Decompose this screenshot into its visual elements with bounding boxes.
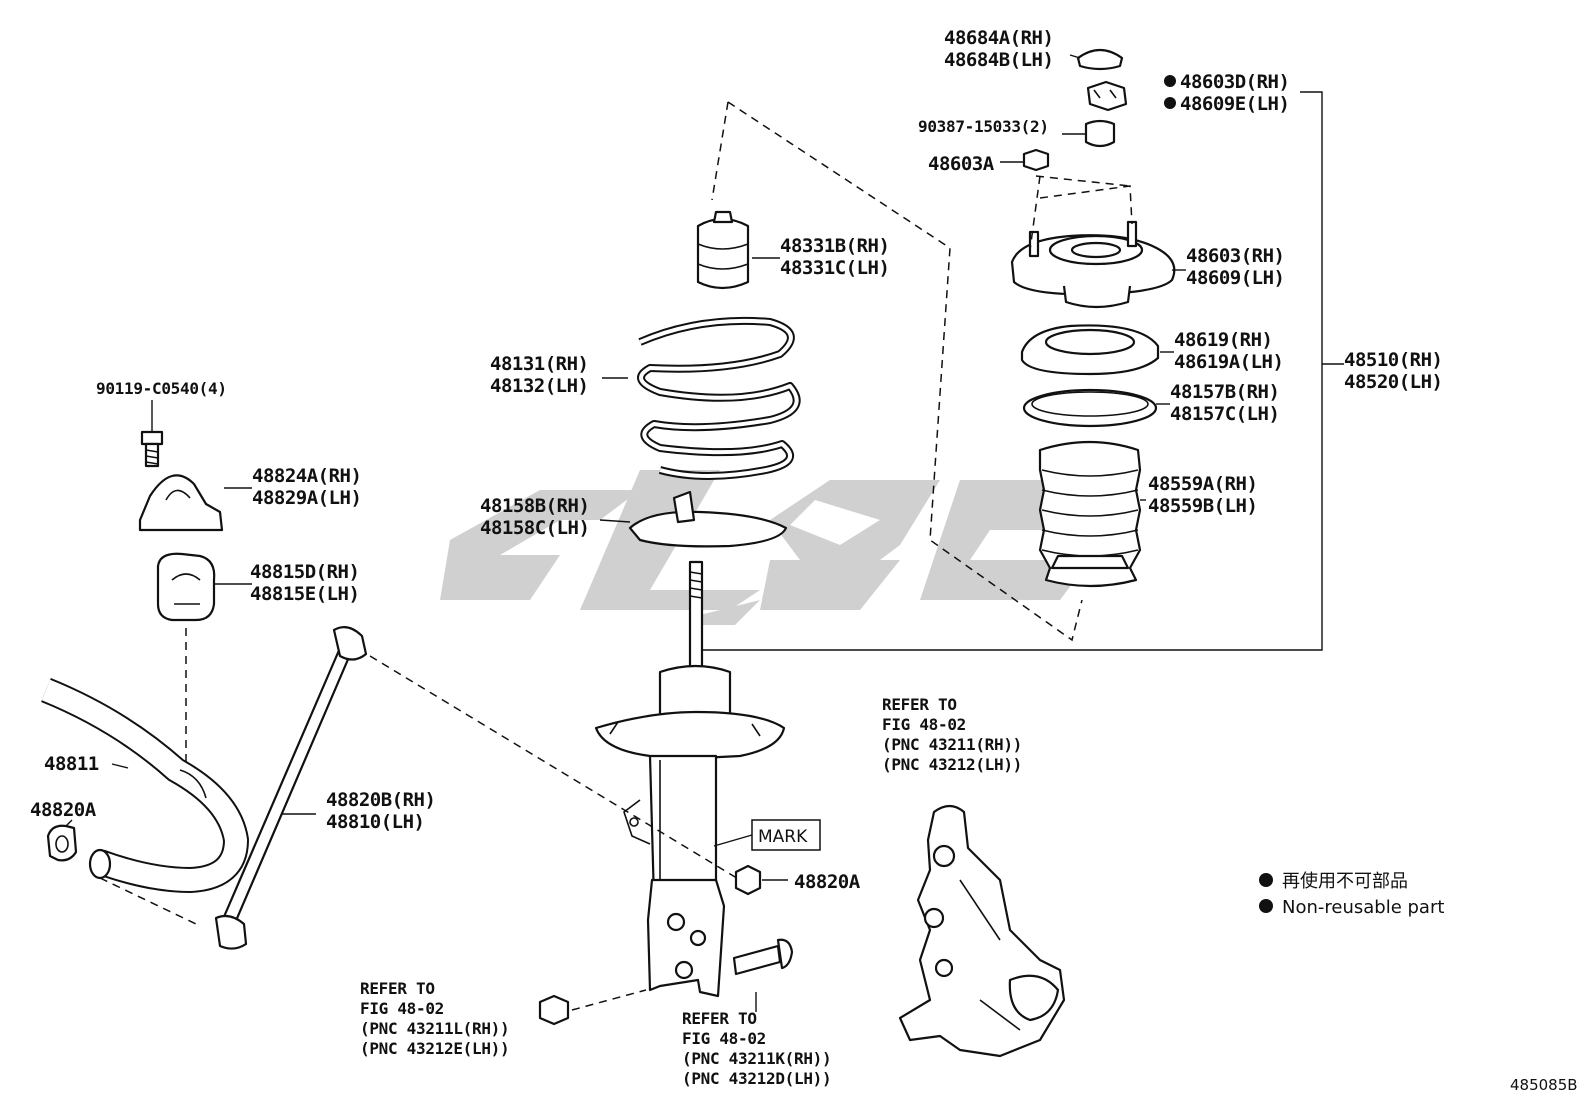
- bushing-48820a-left: [46, 824, 78, 862]
- label-48510: 48510(RH): [1344, 349, 1442, 371]
- knuckle-nut: [538, 994, 570, 1026]
- guide-dashed-nut: [571, 989, 647, 1011]
- label-48619a: 48619A(LH): [1174, 351, 1283, 373]
- reference-note-knuckle: REFER TO FIG 48-02 (PNC 43211(RH)) (PNC …: [882, 695, 1022, 774]
- stabilizer-link-48820: [214, 625, 368, 950]
- label-48820a-right: 48820A: [794, 871, 861, 893]
- bolt-90119: [140, 430, 164, 468]
- nut-48603d: [1086, 80, 1128, 112]
- label-90387: 90387-15033(2): [918, 117, 1049, 136]
- shock-absorber-strut: [594, 560, 786, 998]
- label-48829a: 48829A(LH): [252, 487, 361, 509]
- ref-knuckle-line3: (PNC 43211(RH)): [882, 735, 1022, 754]
- label-48820b: 48820B(RH): [326, 789, 435, 811]
- insulator-48157: [1022, 388, 1158, 428]
- label-48559b: 48559B(LH): [1148, 495, 1257, 517]
- label-48520: 48520(LH): [1344, 371, 1442, 393]
- steering-knuckle: [898, 804, 1066, 1058]
- label-48619: 48619(RH): [1174, 329, 1272, 351]
- label-48609e: 48609E(LH): [1180, 93, 1289, 115]
- label-48824a: 48824A(RH): [252, 465, 361, 487]
- guide-dashed-spring: [711, 101, 1083, 642]
- label-48815d: 48815D(RH): [250, 561, 359, 583]
- guide-dashed-top: [1029, 175, 1133, 251]
- ref-knuckle-line4: (PNC 43212(LH)): [882, 755, 1022, 774]
- ref-nut-line2: FIG 48-02: [360, 999, 444, 1018]
- label-48684a: 48684A(RH): [944, 27, 1053, 49]
- label-48603a: 48603A: [928, 153, 995, 175]
- mark-label: MARK: [758, 827, 808, 847]
- label-48158c: 48158C(LH): [480, 517, 589, 539]
- ref-bolt-line1: REFER TO: [682, 1009, 757, 1028]
- non-reusable-bullet-icon: [1164, 97, 1176, 109]
- legend-bullet-icon: [1259, 899, 1273, 913]
- ref-knuckle-line1: REFER TO: [882, 695, 957, 714]
- label-48820a-left: 48820A: [30, 799, 97, 821]
- guide-dashed-link: [99, 655, 741, 925]
- spring-seat-48158: [628, 490, 788, 548]
- reference-note-nut: REFER TO FIG 48-02 (PNC 43211L(RH)) (PNC…: [360, 979, 510, 1058]
- legend-line-en: Non-reusable part: [1282, 897, 1444, 918]
- label-48131: 48131(RH): [490, 353, 588, 375]
- label-48331b: 48331B(RH): [780, 235, 889, 257]
- legend-line-jp: 再使用不可部品: [1282, 871, 1408, 892]
- bearing-48619: [1020, 324, 1160, 376]
- figure-id: 485085B: [1510, 1076, 1578, 1094]
- stabilizer-nut-right: [734, 864, 762, 896]
- dust-boot-48559: [1038, 440, 1142, 588]
- stabilizer-bar-48811: [41, 677, 249, 893]
- bracket-48824: [138, 474, 224, 532]
- label-48609: 48609(LH): [1186, 267, 1284, 289]
- strut-assembly-leader: [702, 91, 1344, 651]
- label-48684b: 48684B(LH): [944, 49, 1053, 71]
- bump-stopper-48331: [696, 210, 750, 290]
- part-labels: 48684A(RH) 48684B(LH) 48603D(RH) 48609E(…: [30, 27, 1443, 893]
- cap-48684: [1076, 48, 1124, 71]
- ref-nut-line1: REFER TO: [360, 979, 435, 998]
- ref-bolt-line4: (PNC 43212D(LH)): [682, 1069, 831, 1088]
- label-48331c: 48331C(LH): [780, 257, 889, 279]
- label-48559a: 48559A(RH): [1148, 473, 1257, 495]
- label-48157b: 48157B(RH): [1170, 381, 1279, 403]
- label-48810: 48810(LH): [326, 811, 424, 833]
- collar-90387: [1084, 119, 1116, 148]
- reference-note-bolt: REFER TO FIG 48-02 (PNC 43211K(RH)) (PNC…: [682, 1009, 832, 1088]
- label-90119: 90119-C0540(4): [96, 379, 227, 398]
- legend: 再使用不可部品 Non-reusable part: [1259, 871, 1444, 918]
- label-48132: 48132(LH): [490, 375, 588, 397]
- label-48158b: 48158B(RH): [480, 495, 589, 517]
- label-48811: 48811: [44, 753, 99, 775]
- coil-spring-48131: [637, 316, 801, 480]
- nut-48603a: [1022, 148, 1050, 172]
- label-48815e: 48815E(LH): [250, 583, 359, 605]
- leader-lines: [65, 54, 1186, 1012]
- watermark-logo: [440, 470, 1140, 625]
- non-reusable-bullet-icon: [1164, 75, 1176, 87]
- label-48603d: 48603D(RH): [1180, 71, 1289, 93]
- ref-bolt-line2: FIG 48-02: [682, 1029, 766, 1048]
- upper-mount-48603: [1010, 220, 1176, 309]
- ref-nut-line4: (PNC 43212E(LH)): [360, 1039, 509, 1058]
- mark-callout: [713, 819, 821, 851]
- bushing-48815: [156, 552, 216, 622]
- label-48603: 48603(RH): [1186, 245, 1284, 267]
- legend-bullet-icon: [1259, 873, 1273, 887]
- label-48157c: 48157C(LH): [1170, 403, 1279, 425]
- ref-nut-line3: (PNC 43211L(RH)): [360, 1019, 509, 1038]
- knuckle-bolt: [732, 938, 794, 976]
- ref-bolt-line3: (PNC 43211K(RH)): [682, 1049, 831, 1068]
- ref-knuckle-line2: FIG 48-02: [882, 715, 966, 734]
